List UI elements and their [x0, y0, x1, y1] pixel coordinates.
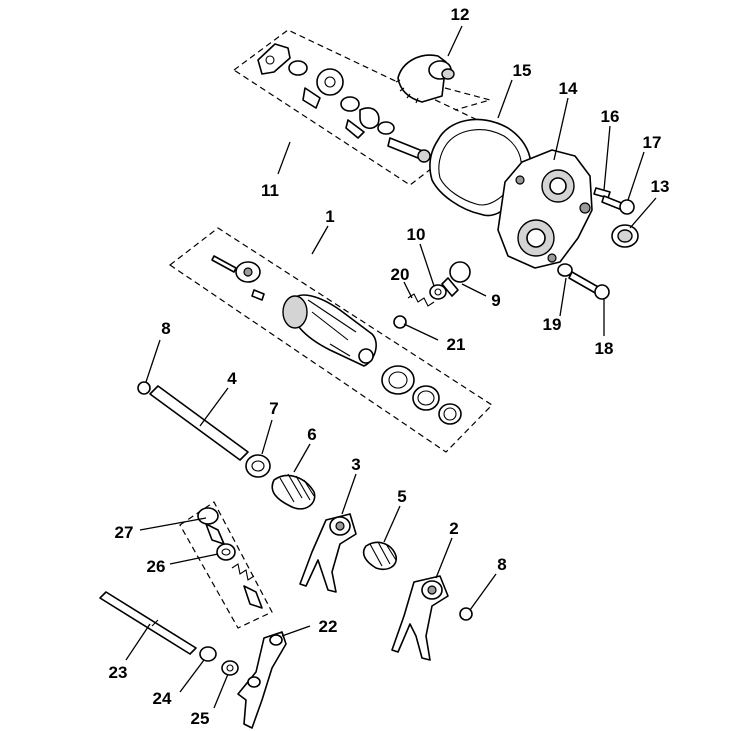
part-7-collar — [245, 454, 271, 478]
callout-3: 3 — [351, 455, 360, 474]
callout-1: 1 — [325, 207, 334, 226]
callout-5: 5 — [397, 487, 406, 506]
callout-2: 2 — [449, 519, 458, 538]
part-8-circlip-upper — [137, 381, 151, 395]
part-19-collar — [557, 263, 573, 277]
callout-16: 16 — [601, 107, 620, 126]
part-21-ball — [393, 315, 407, 329]
callout-15: 15 — [513, 61, 532, 80]
part-4-guide-bar — [149, 385, 249, 461]
part-10-washer — [429, 284, 447, 300]
callout-25: 25 — [191, 709, 210, 728]
part-20-spring — [407, 293, 435, 307]
part-3-shift-fork — [299, 513, 357, 593]
callout-10: 10 — [407, 225, 426, 244]
part-5-spring — [362, 541, 398, 571]
part-27-bolt — [197, 507, 225, 545]
callout-18: 18 — [595, 339, 614, 358]
part-13-oil-seal — [611, 224, 639, 248]
callout-8-lower: 8 — [497, 555, 506, 574]
callout-8-upper: 8 — [161, 319, 170, 338]
part-17-bolt — [601, 195, 635, 215]
part-9-bolt — [441, 261, 471, 297]
callout-22: 22 — [319, 617, 338, 636]
part-25-washer — [221, 660, 239, 676]
group-outline-1 — [168, 227, 493, 453]
callout-20: 20 — [391, 265, 410, 284]
part-6-spring — [271, 473, 316, 510]
callout-13: 13 — [651, 177, 670, 196]
part-18-bolt — [568, 271, 610, 300]
callout-27: 27 — [115, 523, 134, 542]
callout-14: 14 — [559, 79, 578, 98]
group-outline-27 — [179, 501, 273, 629]
assembly-line-12 — [444, 87, 493, 111]
leader-lines — [125, 25, 657, 709]
callout-6: 6 — [307, 425, 316, 444]
part-24-circlip — [199, 646, 217, 662]
callout-19: 19 — [543, 315, 562, 334]
part-23-shift-shaft — [99, 591, 197, 655]
callout-12: 12 — [451, 5, 470, 24]
part-1-shift-drum — [211, 255, 462, 425]
part-12-segment-gear — [395, 54, 455, 104]
callout-26: 26 — [147, 557, 166, 576]
part-14-cover — [497, 149, 593, 269]
group-outline-11 — [232, 29, 490, 186]
callout-9: 9 — [491, 291, 500, 310]
part-2-shift-fork — [391, 575, 449, 661]
callout-11: 11 — [261, 181, 279, 200]
callout-23: 23 — [109, 663, 128, 682]
part-22-shift-arm — [237, 631, 287, 729]
callout-17: 17 — [643, 133, 662, 152]
callout-24: 24 — [153, 689, 172, 708]
part-detent-spring — [231, 563, 263, 609]
callout-21: 21 — [447, 335, 466, 354]
part-8-circlip-lower — [459, 607, 473, 621]
part-26-washer — [216, 543, 236, 561]
callout-4: 4 — [227, 369, 237, 388]
part-11-assembly — [257, 43, 431, 163]
callout-7: 7 — [269, 399, 278, 418]
part-16-pin — [593, 187, 611, 199]
